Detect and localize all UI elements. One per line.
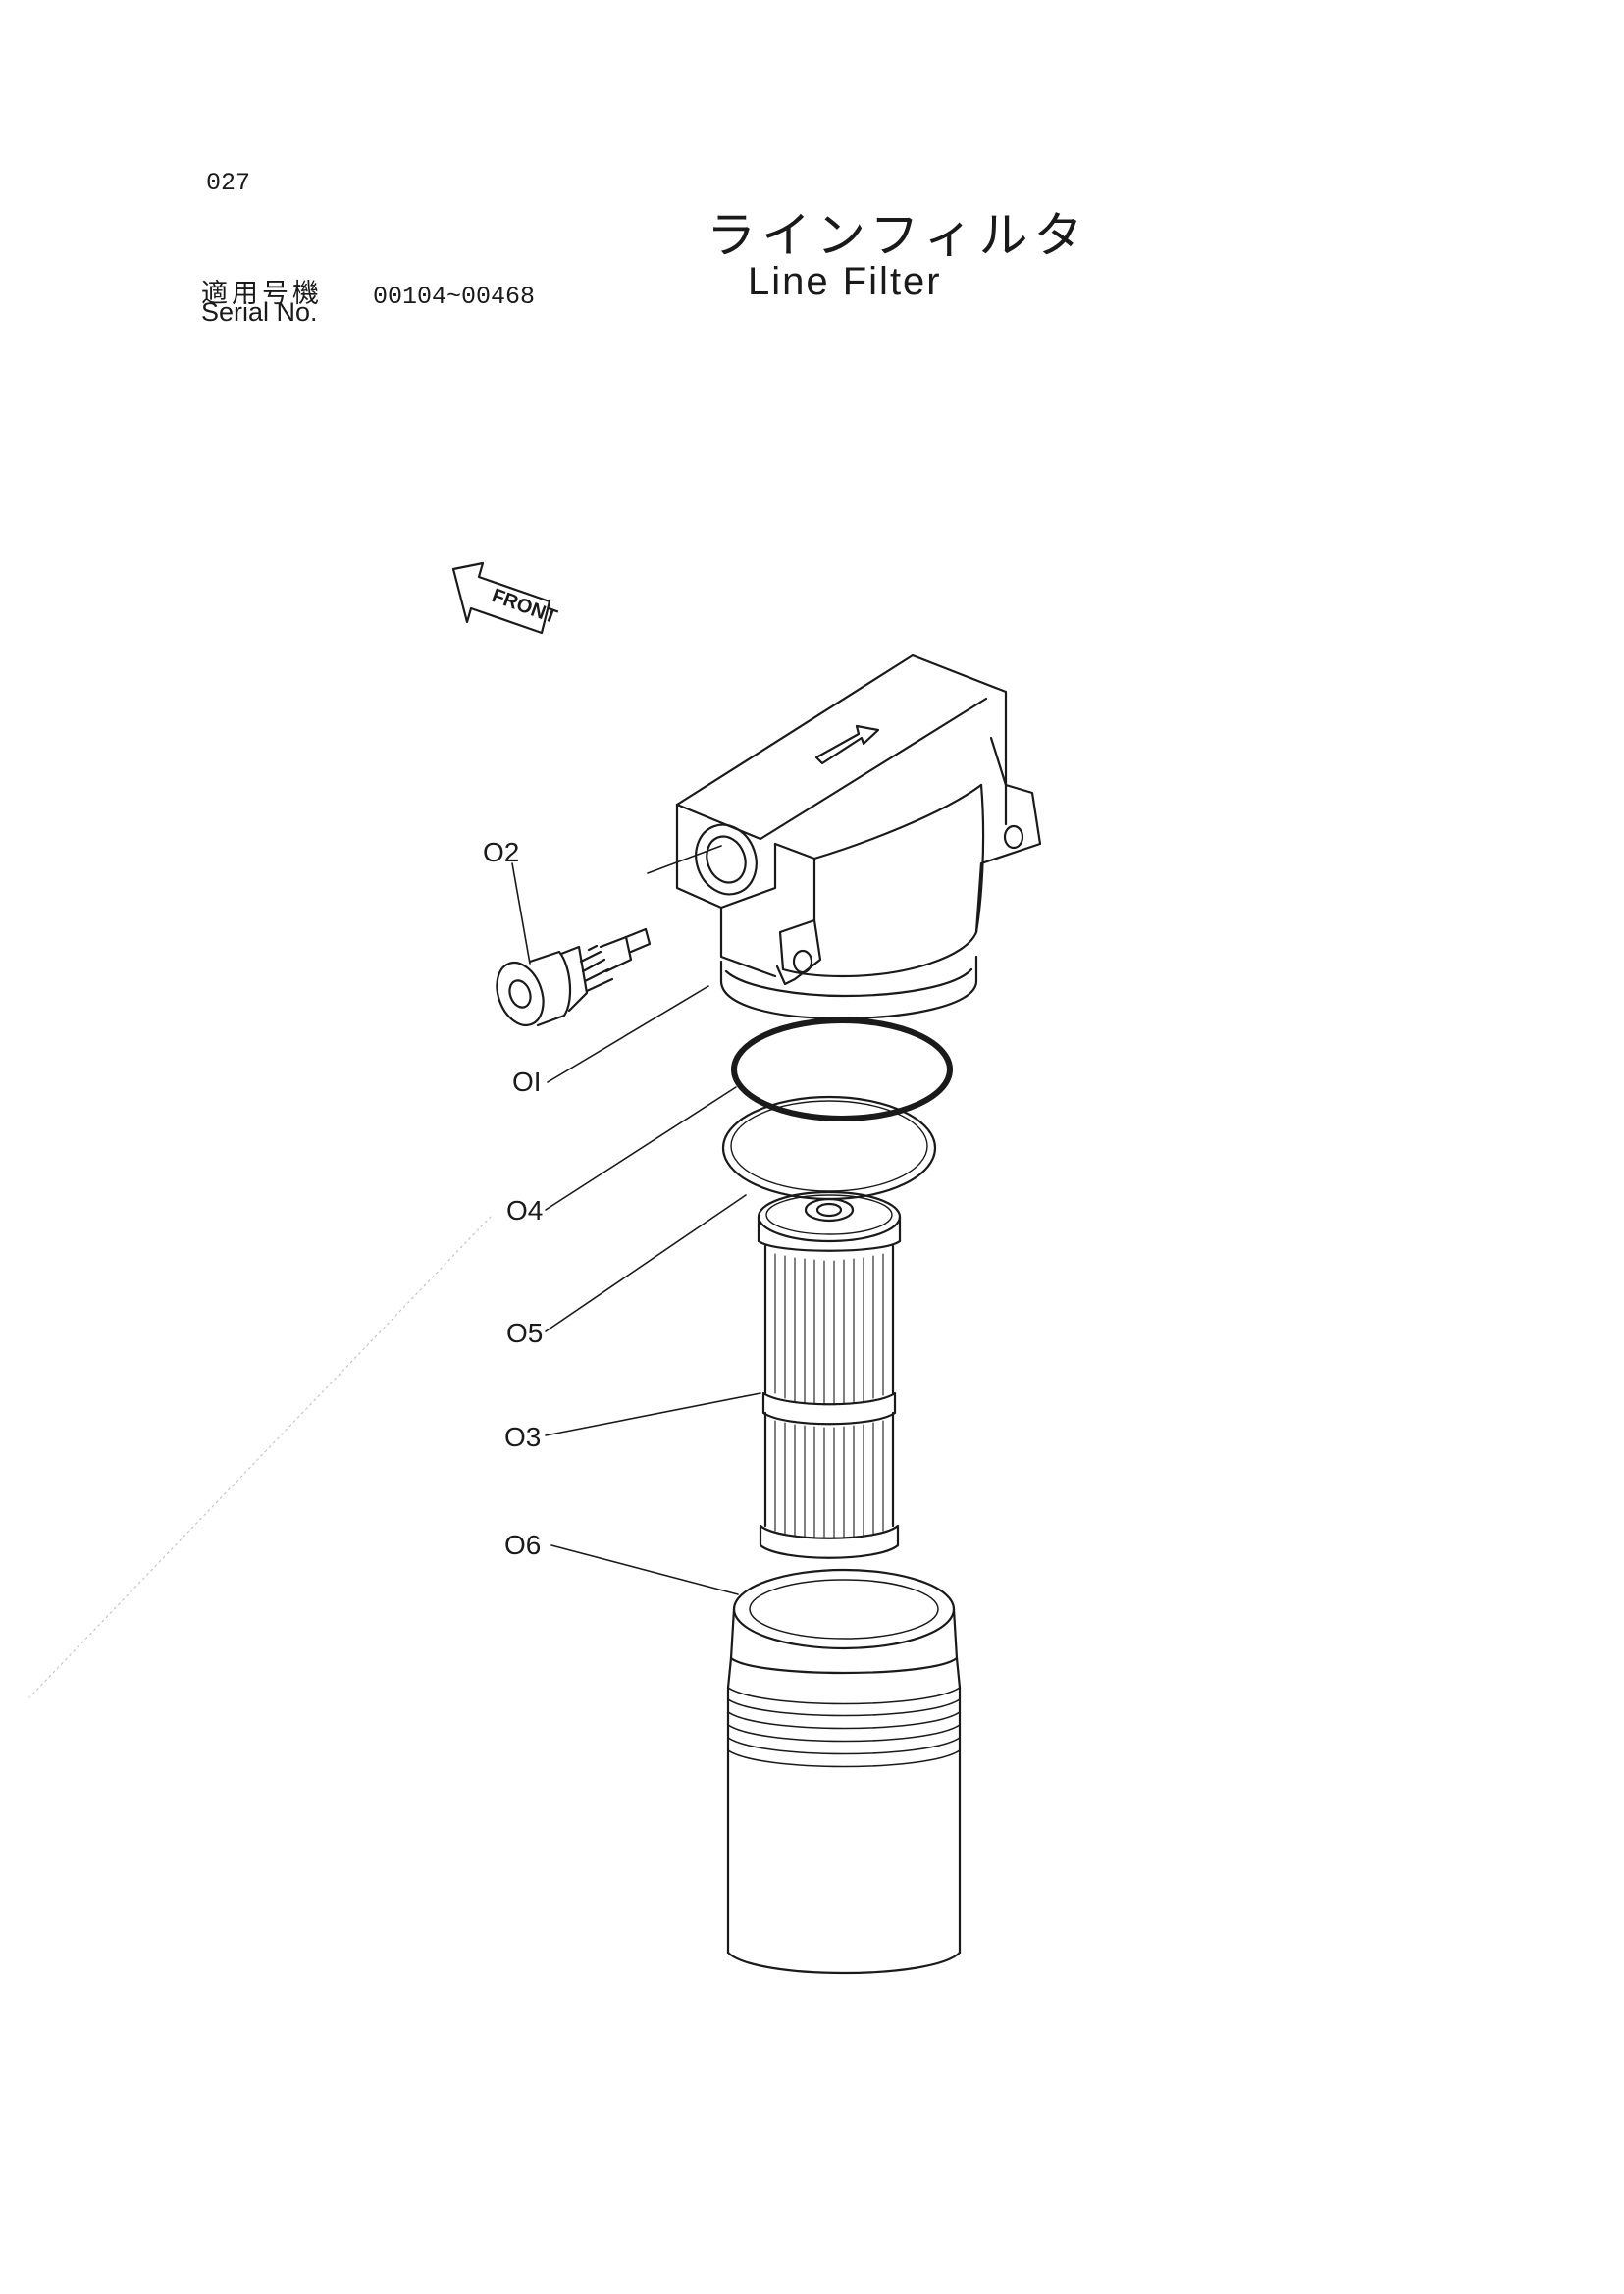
page-title-jp: ラインフィルタ [707,207,1089,264]
part-label-05: O5 [506,1318,543,1348]
filter-bowl [726,1568,962,1975]
front-arrow-icon: FRONT [451,561,560,635]
serial-range: 00104~00468 [373,283,536,311]
part-label-06: O6 [504,1530,541,1560]
part-label-03: O3 [504,1422,541,1452]
scan-artifact-line [28,1216,492,1698]
part-label-01: OI [512,1067,542,1097]
serial-label-en: Serial No. [201,297,318,327]
page-number: 027 [206,169,251,197]
filter-element [757,1190,902,1559]
valve-assembly [496,845,722,1027]
part-label-04: O4 [506,1195,543,1225]
page-title-en: Line Filter [748,260,942,303]
filter-head [675,653,1042,1020]
o-ring-small [721,1095,937,1201]
part-labels: O2 OI O4 O5 O3 O6 [483,837,761,1595]
serial-label-jp: 適用号機 [201,279,323,309]
part-label-02: O2 [483,837,519,867]
o-ring-large [731,1017,953,1121]
